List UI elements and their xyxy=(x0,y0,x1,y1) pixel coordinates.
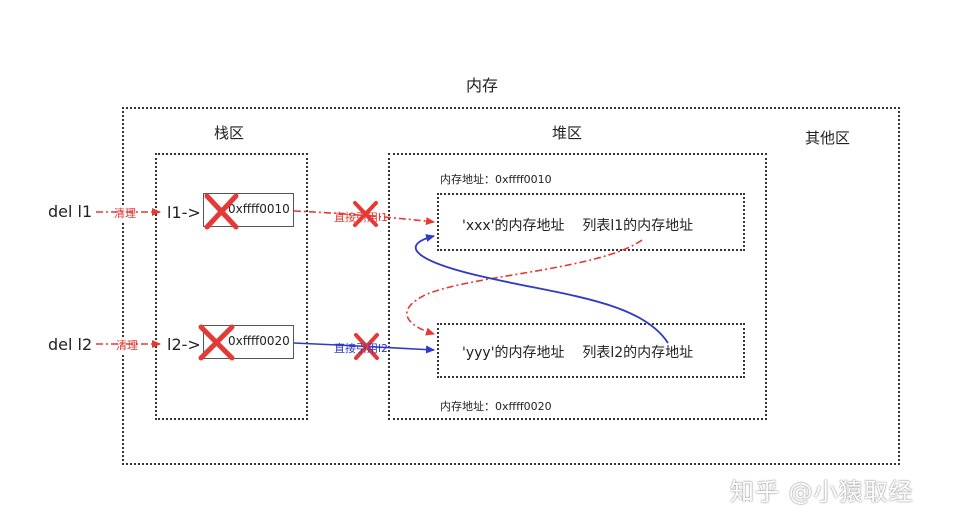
cross-stack-l2 xyxy=(198,324,235,361)
memory-title: 内存 xyxy=(466,76,499,95)
stack-var-l1: l1-> xyxy=(167,203,201,222)
cross-ref-l2 xyxy=(354,333,379,360)
ref-l2-label: 直接引用l2 xyxy=(334,342,389,355)
stack-title: 栈区 xyxy=(214,124,245,142)
watermark: 知乎 @小猿取经 xyxy=(730,478,914,506)
heap-title: 堆区 xyxy=(552,124,583,142)
arrow-l2-to-obj1 xyxy=(414,234,669,344)
arrow-l1-to-obj2 xyxy=(406,239,643,336)
stack-var-l2: l2-> xyxy=(167,335,201,354)
clean-l2-label: 清理 xyxy=(116,337,138,353)
heap-object-2-address: 内存地址：0xffff0020 xyxy=(440,400,552,413)
del-l1-label: del l1 xyxy=(48,202,93,221)
heap-object-1-address: 内存地址：0xffff0010 xyxy=(440,173,552,186)
clean-l1-label: 清理 xyxy=(114,205,136,221)
heap-object-1 xyxy=(437,193,745,251)
memory-region xyxy=(122,107,900,465)
cross-stack-l1 xyxy=(204,193,239,230)
ref-l1-label: 直接引用l1 xyxy=(334,211,389,224)
cross-ref-l1 xyxy=(353,201,378,227)
del-l2-label: del l2 xyxy=(48,335,93,354)
heap-object-2 xyxy=(437,323,745,378)
heap-object-2-content: 'yyy'的内存地址 列表l2的内存地址 xyxy=(462,345,694,361)
arrow-ref-l1 xyxy=(293,210,435,226)
other-title: 其他区 xyxy=(805,129,851,147)
stack-region xyxy=(155,153,308,420)
heap-region xyxy=(388,153,767,420)
heap-object-1-content: 'xxx'的内存地址 列表l1的内存地址 xyxy=(462,218,694,234)
